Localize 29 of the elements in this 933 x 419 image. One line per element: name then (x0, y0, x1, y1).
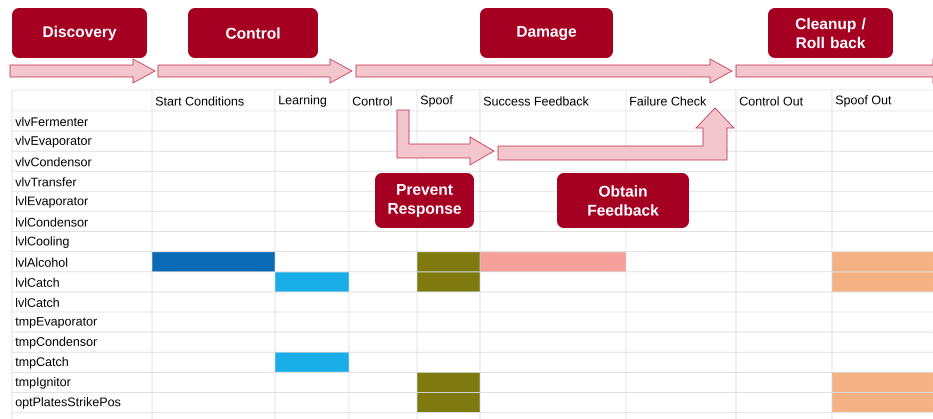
phase-box: Damage (480, 8, 613, 58)
phase-box: Discovery (12, 8, 148, 58)
phase-box: Obtain Feedback (557, 173, 689, 228)
phase-box: Prevent Response (375, 173, 474, 228)
column-header: Control (352, 96, 392, 106)
phase-box: Cleanup / Roll back (768, 8, 893, 58)
row-label: tmpCondensor (15, 336, 97, 348)
row-label: vlvCondensor (15, 157, 92, 166)
column-header: Failure Check (630, 96, 706, 106)
row-label: lvlCondensor (16, 217, 88, 227)
column-header: Success Feedback (484, 96, 589, 106)
row-label: vlvEvaporator (15, 136, 92, 148)
row-label: optPlatesStrikePos (16, 397, 120, 409)
row-label: lvlCatch (16, 298, 59, 308)
row-label: vlvFermenter (15, 116, 88, 126)
column-header: Learning (279, 95, 326, 107)
column-header: Spoof (420, 95, 453, 107)
row-label: lvlCatch (16, 278, 59, 287)
row-label: lvlEvaporator (16, 196, 88, 208)
column-header: Control Out (740, 96, 804, 106)
column-header: Start Conditions (156, 96, 244, 106)
row-label: tmpCatch (15, 356, 68, 369)
row-label: vlvTransfer (15, 177, 76, 186)
row-label: lvlCooling (16, 236, 69, 248)
column-header: Spoof Out (836, 95, 892, 107)
row-label: lvlAlcohol (16, 258, 68, 267)
row-label: tmpEvaporator (15, 316, 97, 328)
row-label: tmpIgnitor (15, 377, 71, 389)
phase-box: Control (188, 8, 318, 58)
